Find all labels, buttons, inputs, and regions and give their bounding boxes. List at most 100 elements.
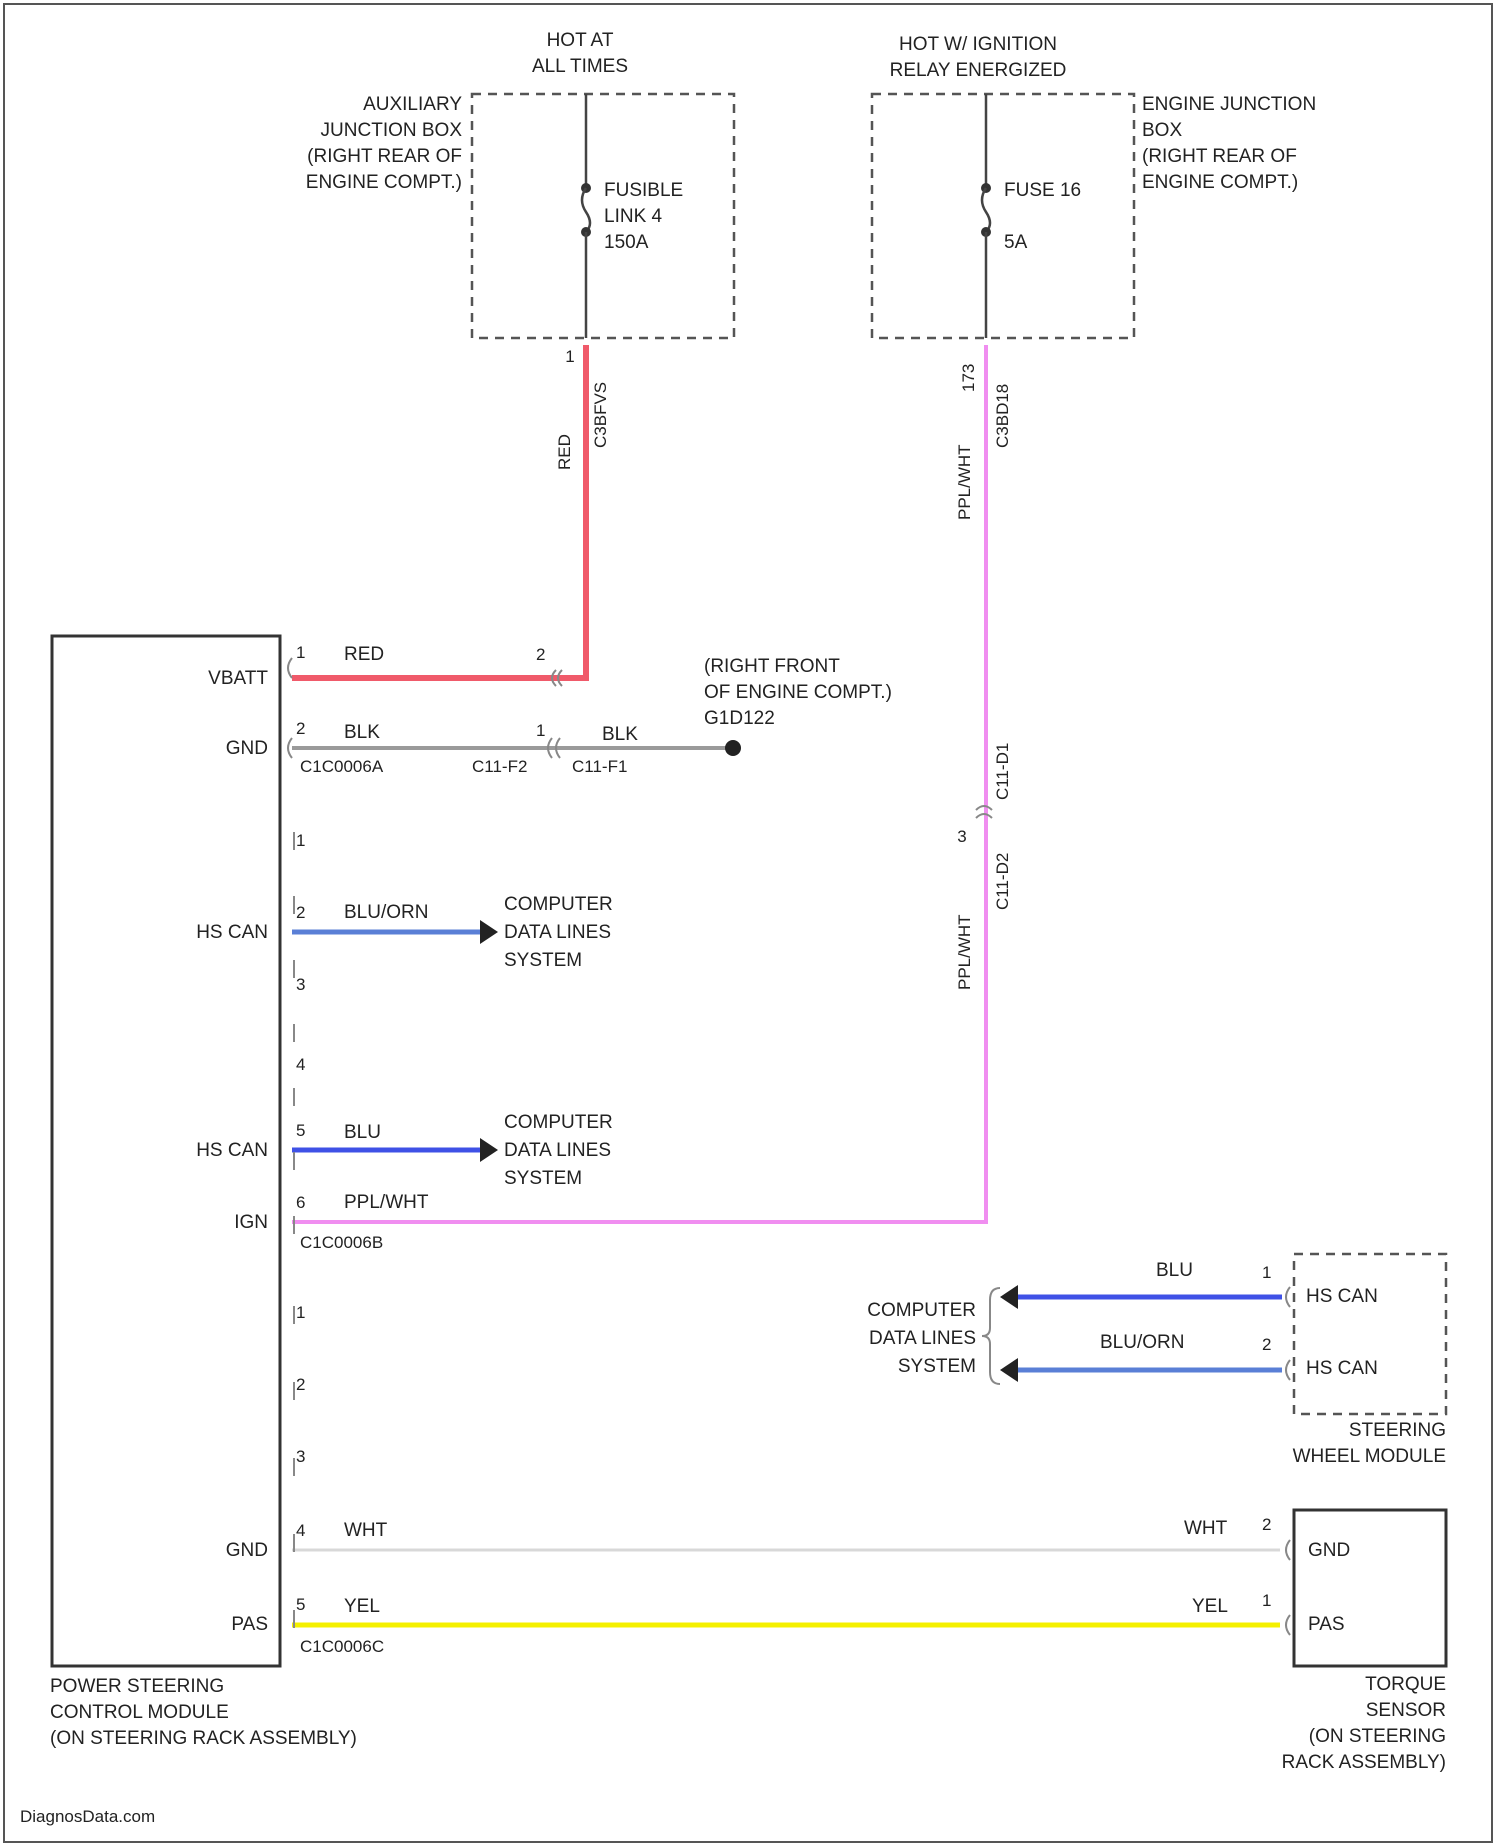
- pin-hs-can-2-number: 5: [296, 1121, 305, 1140]
- ts-pas-wire: YEL: [1192, 1596, 1228, 1617]
- data-lines-2-line2: DATA LINES: [504, 1140, 611, 1161]
- pin-vbatt-number: 1: [296, 643, 305, 662]
- inline-c11-d2: C11-D2: [993, 853, 1012, 910]
- swm-pin2-number: 2: [1262, 1335, 1271, 1354]
- aux-box-label-2: JUNCTION BOX: [321, 120, 463, 141]
- inline-c11-f2: C11-F2: [472, 757, 527, 776]
- data-lines-3-line2: DATA LINES: [869, 1328, 976, 1349]
- ts-gnd-name: GND: [1308, 1540, 1350, 1561]
- pin-gnd-number: 2: [296, 719, 305, 738]
- pin-gnd2-wire: WHT: [344, 1520, 388, 1541]
- arrow-left-icon: [1000, 1358, 1018, 1382]
- pin-pas-wire: YEL: [344, 1596, 380, 1617]
- fuse-icon: [982, 188, 990, 232]
- data-lines-brace: [982, 1288, 1000, 1384]
- engine-box-label-2: BOX: [1142, 120, 1182, 141]
- arrow-right-icon: [480, 1138, 498, 1162]
- connector-c-id: C1C0006C: [300, 1637, 384, 1656]
- pscm-label-2: CONTROL MODULE: [50, 1702, 229, 1723]
- pin-hs-can-1-number: 2: [296, 903, 305, 922]
- pin-ign-wire: PPL/WHT: [344, 1192, 429, 1213]
- aux-fuse-label-2: LINK 4: [604, 206, 663, 227]
- connector-a-id: C1C0006A: [300, 757, 384, 776]
- ground-icon: [725, 740, 741, 756]
- data-lines-1-line3: SYSTEM: [504, 950, 582, 971]
- pin-gnd-wire: BLK: [344, 722, 380, 743]
- aux-connector-id: C3BFVS: [591, 382, 610, 448]
- pin-gnd2-name: GND: [226, 1540, 268, 1561]
- data-lines-1-line1: COMPUTER: [504, 894, 613, 915]
- ground-label-2: OF ENGINE COMPT.): [704, 682, 892, 703]
- pin-gnd-name: GND: [226, 738, 268, 759]
- engine-box-label-1: ENGINE JUNCTION: [1142, 94, 1316, 115]
- aux-fuse-label-1: FUSIBLE: [604, 180, 683, 201]
- pscm-label-3: (ON STEERING RACK ASSEMBLY): [50, 1728, 357, 1749]
- wire-ppl-wht-ign: [292, 345, 986, 1222]
- connector-c1c0006a: [288, 658, 292, 758]
- swm-label-2: WHEEL MODULE: [1293, 1446, 1446, 1467]
- engine-junction-box: [872, 94, 1134, 338]
- hot-at-all-times-line2: ALL TIMES: [532, 56, 628, 77]
- swm-pin2-wire: BLU/ORN: [1100, 1332, 1184, 1353]
- swm-pin1-wire: BLU: [1156, 1260, 1193, 1281]
- pin-c2-number: 2: [296, 1375, 305, 1394]
- pin-b1-number: 1: [296, 831, 305, 850]
- ts-pas-name: PAS: [1308, 1614, 1345, 1635]
- pin-vbatt-name: VBATT: [208, 668, 268, 689]
- aux-junction-box: [472, 94, 734, 338]
- steering-wheel-module: [1294, 1254, 1446, 1414]
- swm-label-1: STEERING: [1349, 1420, 1446, 1441]
- fusible-link-icon: [582, 188, 590, 232]
- pin-hs-can-2-wire: BLU: [344, 1122, 381, 1143]
- swm-connector: [1286, 1287, 1290, 1380]
- inline-vbatt-pin: 2: [536, 645, 545, 664]
- aux-wire-color: RED: [555, 434, 574, 470]
- aux-box-label-3: (RIGHT REAR OF: [307, 146, 462, 167]
- ts-gnd-wire: WHT: [1184, 1518, 1228, 1539]
- pin-b3-number: 3: [296, 975, 305, 994]
- inline-gnd-wire-right: BLK: [602, 724, 638, 745]
- engine-wire-color: PPL/WHT: [955, 444, 974, 520]
- inline-gnd-pin: 1: [536, 721, 545, 740]
- ts-pas-number: 1: [1262, 1591, 1271, 1610]
- ts-label-4: RACK ASSEMBLY): [1282, 1752, 1446, 1773]
- pin-hs-can-2-name: HS CAN: [196, 1140, 268, 1161]
- pin-pas-number: 5: [296, 1595, 305, 1614]
- engine-box-label-4: ENGINE COMPT.): [1142, 172, 1298, 193]
- pin-hs-can-1-name: HS CAN: [196, 922, 268, 943]
- pin-ign-name: IGN: [234, 1212, 268, 1233]
- ts-label-1: TORQUE: [1365, 1674, 1446, 1695]
- ts-gnd-number: 2: [1262, 1515, 1271, 1534]
- pin-ign-number: 6: [296, 1193, 305, 1212]
- engine-fuse-label-1: FUSE 16: [1004, 180, 1081, 201]
- wire-red-vbatt: [292, 345, 586, 678]
- data-lines-2-line1: COMPUTER: [504, 1112, 613, 1133]
- swm-pin1-name: HS CAN: [1306, 1286, 1378, 1307]
- swm-pin1-number: 1: [1262, 1263, 1271, 1282]
- pin-b4-number: 4: [296, 1055, 305, 1074]
- data-lines-3-line1: COMPUTER: [867, 1300, 976, 1321]
- hot-at-all-times-line1: HOT AT: [547, 30, 614, 51]
- data-lines-1-line2: DATA LINES: [504, 922, 611, 943]
- ts-label-2: SENSOR: [1366, 1700, 1446, 1721]
- inline-ign-pin: 3: [957, 827, 966, 846]
- hot-ignition-line2: RELAY ENERGIZED: [890, 60, 1067, 81]
- aux-box-label-1: AUXILIARY: [363, 94, 462, 115]
- data-lines-2-line3: SYSTEM: [504, 1168, 582, 1189]
- swm-pin2-name: HS CAN: [1306, 1358, 1378, 1379]
- arrow-right-icon: [480, 920, 498, 944]
- pin-c1-number: 1: [296, 1303, 305, 1322]
- aux-box-label-4: ENGINE COMPT.): [306, 172, 462, 193]
- connector-b-id: C1C0006B: [300, 1233, 383, 1252]
- inline-ign-wire-lower: PPL/WHT: [955, 914, 974, 990]
- engine-fuse-label-2: 5A: [1004, 232, 1028, 253]
- ts-label-3: (ON STEERING: [1309, 1726, 1446, 1747]
- engine-connector-id: C3BD18: [993, 384, 1012, 448]
- inline-c11-f1: C11-F1: [572, 757, 627, 776]
- pin-gnd2-number: 4: [296, 1521, 305, 1540]
- torque-sensor: [1294, 1510, 1446, 1666]
- aux-fuse-label-3: 150A: [604, 232, 649, 253]
- pscm-label-1: POWER STEERING: [50, 1676, 224, 1697]
- engine-box-label-3: (RIGHT REAR OF: [1142, 146, 1297, 167]
